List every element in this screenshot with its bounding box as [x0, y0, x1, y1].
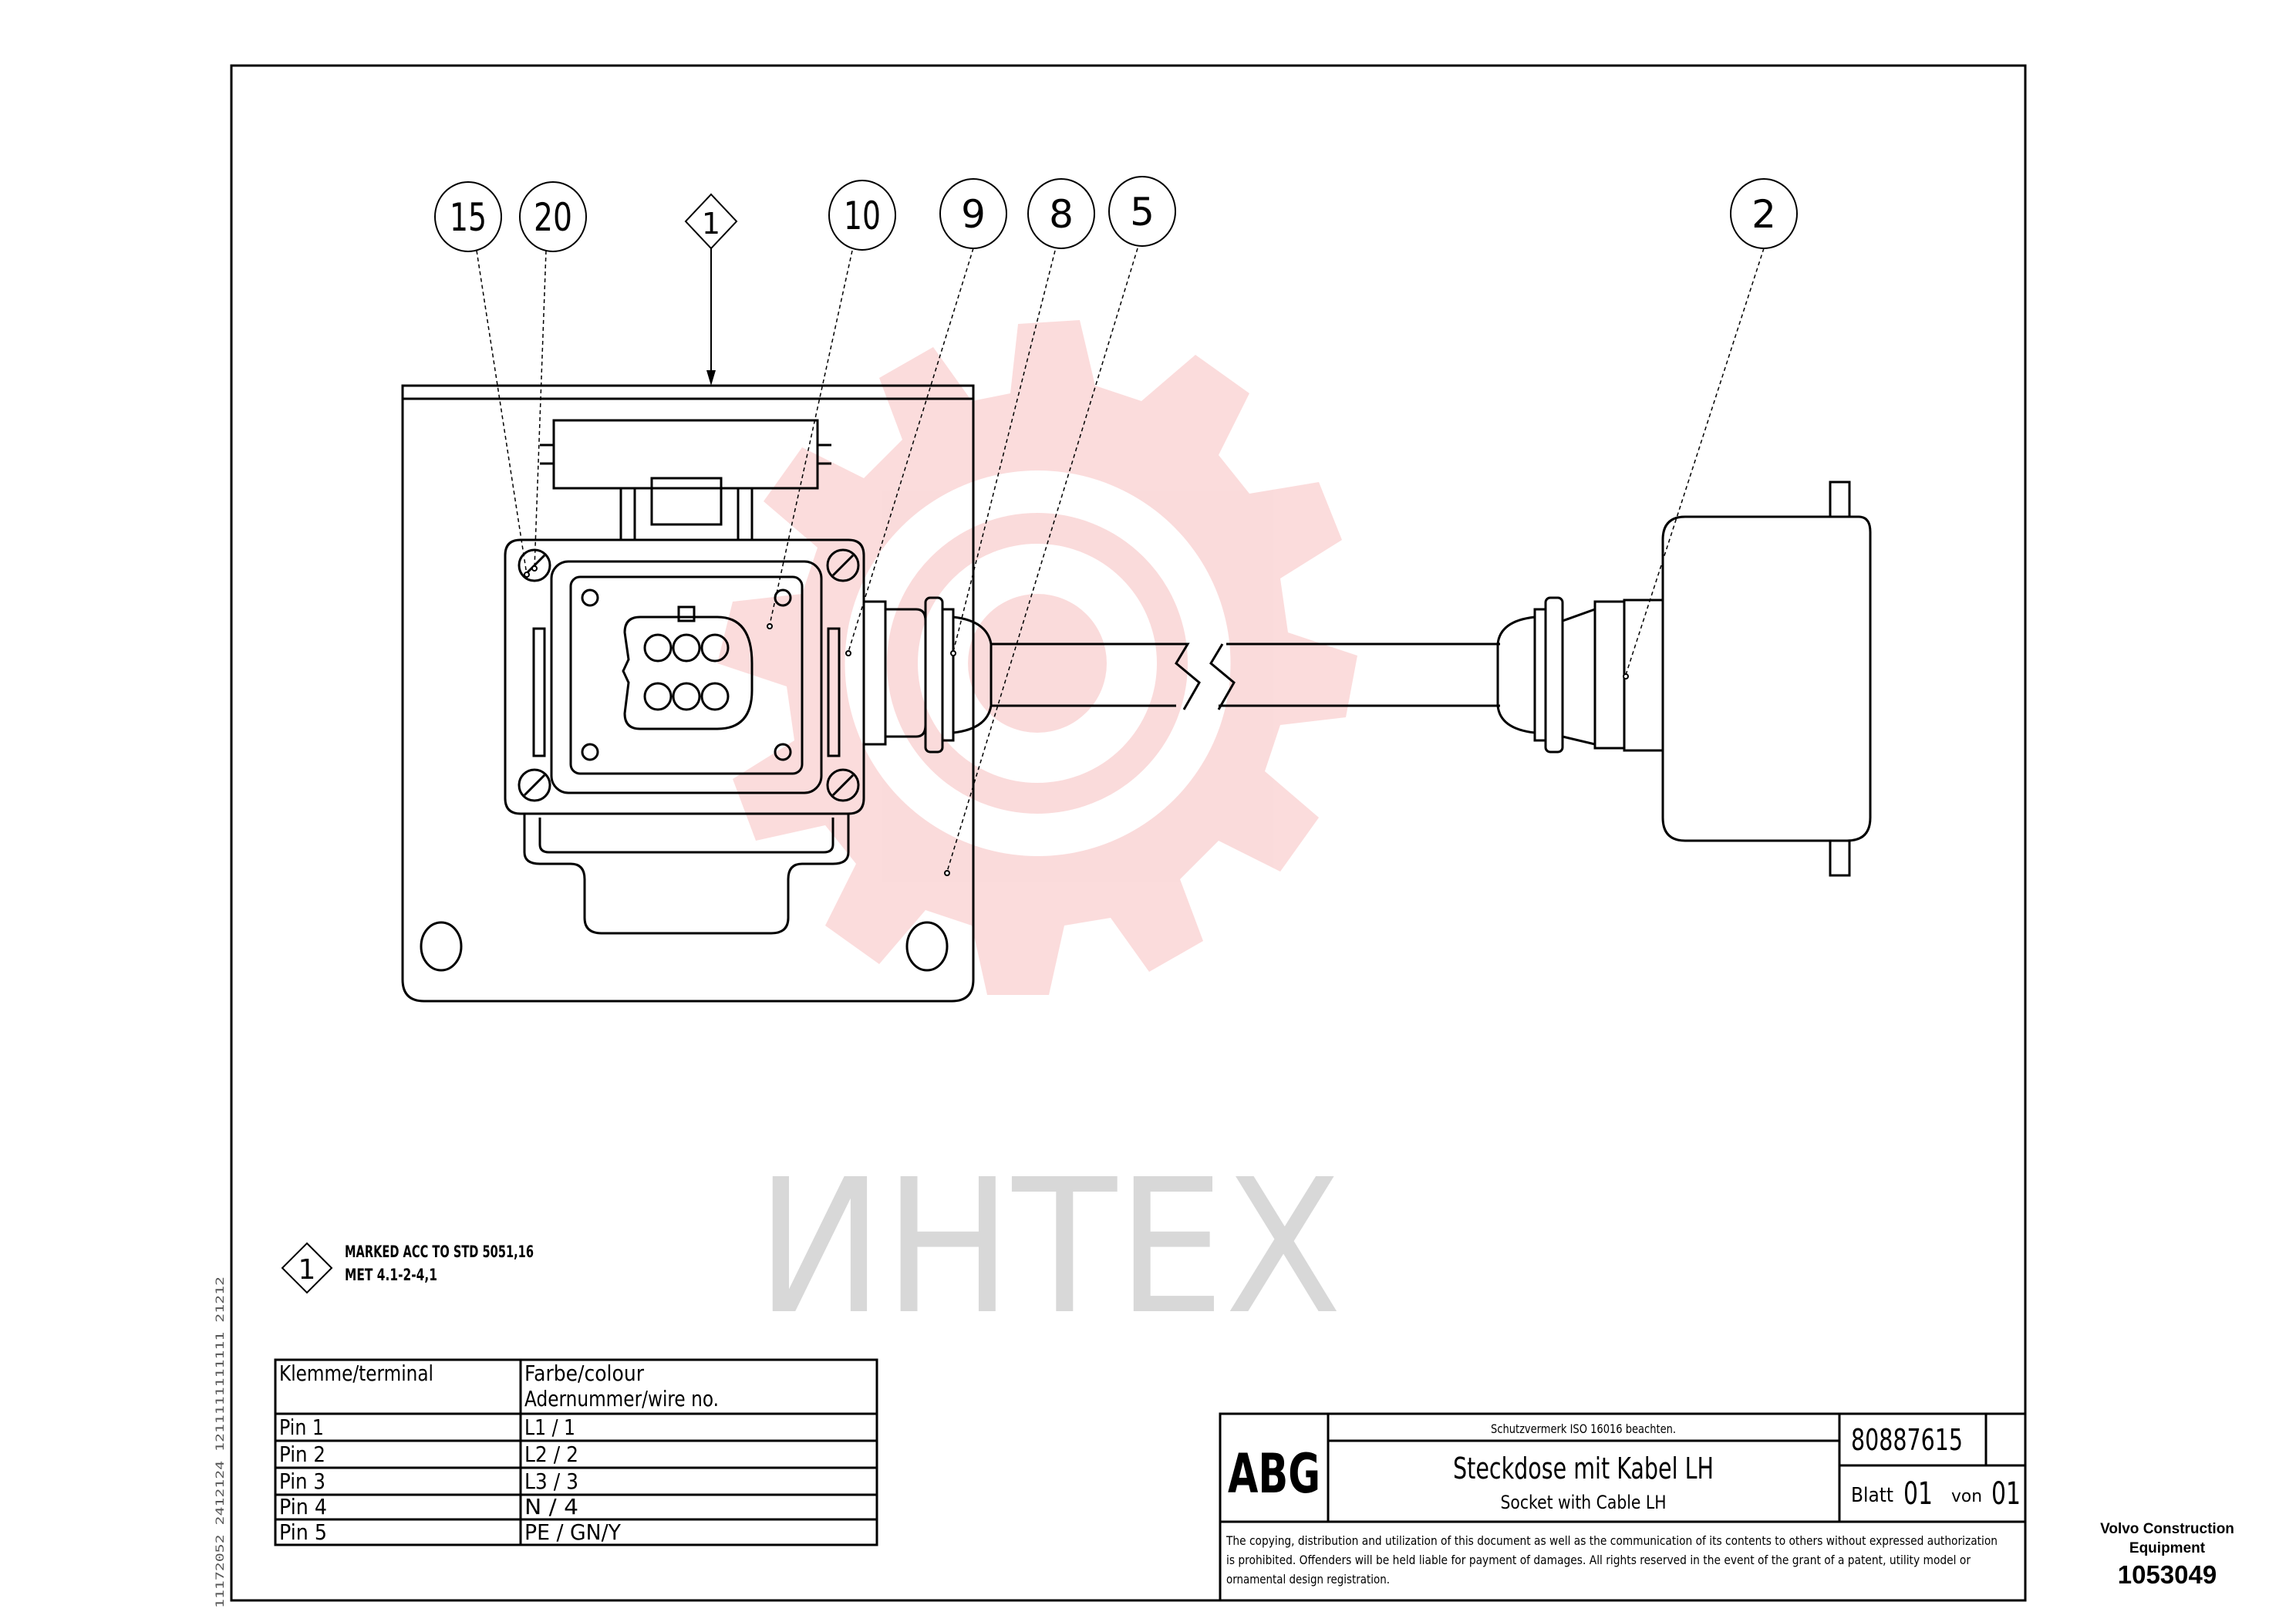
callout-5: 5	[1130, 190, 1155, 234]
watermark-gear	[717, 320, 1357, 995]
callout-bubbles	[434, 176, 1798, 252]
sheet-value: 01	[1903, 1476, 1933, 1512]
drawing-border	[230, 64, 2027, 1602]
callout-20: 20	[534, 195, 572, 240]
table-header-wire-no: Adernummer/wire no.	[524, 1386, 719, 1411]
corner-company: Volvo Construction Equipment	[2100, 1521, 2234, 1556]
drawing-number: 80887615	[1851, 1423, 1963, 1457]
table-row-wire: L2 / 2	[524, 1442, 578, 1467]
watermark-text: ИНТЕХ	[756, 1139, 1342, 1355]
title-english: Socket with Cable LH	[1501, 1492, 1667, 1513]
table-row-wire: PE / GN/Y	[524, 1519, 622, 1545]
table-row-pin: Pin 3	[279, 1469, 325, 1494]
note-block: 1 MARKED ACC TO STD 5051,16 MET 4.1-2-4,…	[281, 1242, 534, 1294]
table-row-pin: Pin 2	[279, 1442, 325, 1467]
of-value: 01	[1991, 1476, 2021, 1512]
copyright-line-2: is prohibited. Offenders will be held li…	[1226, 1553, 1971, 1567]
callout-8: 8	[1049, 192, 1074, 237]
sheet-label: Blatt	[1851, 1484, 1893, 1507]
table-row-pin: Pin 4	[279, 1494, 327, 1519]
diamond-marker-1-label: 1	[702, 207, 720, 241]
corner-label: Volvo Construction Equipment 1053049	[2082, 1519, 2252, 1592]
side-margin-text: 11172052 2412124 1211111111111 21212	[214, 1276, 227, 1608]
note-line-1: MARKED ACC TO STD 5051,16	[345, 1243, 534, 1261]
table-row-pin: Pin 5	[279, 1519, 327, 1545]
table-row-wire: L1 / 1	[524, 1415, 575, 1440]
table-row-wire: L3 / 3	[524, 1469, 578, 1494]
table-row-pin: Pin 1	[279, 1415, 324, 1440]
note-line-2: MET 4.1-2-4,1	[345, 1266, 437, 1284]
table-row-wire: N / 4	[524, 1494, 578, 1519]
copyright-line-1: The copying, distribution and utilizatio…	[1226, 1533, 1998, 1548]
title-german: Steckdose mit Kabel LH	[1453, 1452, 1714, 1485]
callout-15: 15	[450, 195, 487, 240]
callout-9: 9	[961, 192, 986, 237]
mounting-plate	[401, 384, 975, 1003]
leader-lines	[476, 248, 1765, 872]
diamond-marker-1: 1	[684, 193, 738, 386]
abg-logo: ABG	[1228, 1442, 1320, 1506]
cable-gland-left	[862, 596, 993, 754]
corner-number: 1053049	[2117, 1560, 2217, 1589]
callout-10: 10	[844, 194, 881, 238]
title-block: ABG Schutzvermerk ISO 16016 beachten. St…	[1219, 1412, 2027, 1602]
socket-housing	[504, 419, 865, 935]
protection-note: Schutzvermerk ISO 16016 beachten.	[1491, 1421, 1676, 1436]
of-label: von	[1951, 1487, 1982, 1506]
note-marker-label: 1	[298, 1254, 316, 1286]
table-header-terminal: Klemme/terminal	[279, 1361, 433, 1386]
callout-2: 2	[1752, 192, 1776, 237]
cable	[991, 642, 1500, 710]
copyright-line-3: ornamental design registration.	[1226, 1572, 1390, 1587]
plug-housing-right	[1496, 481, 1872, 877]
reference-dots	[524, 565, 1629, 876]
table-header-colour: Farbe/colour	[524, 1361, 644, 1386]
terminal-table: Klemme/terminal Farbe/colour Adernummer/…	[274, 1358, 878, 1546]
